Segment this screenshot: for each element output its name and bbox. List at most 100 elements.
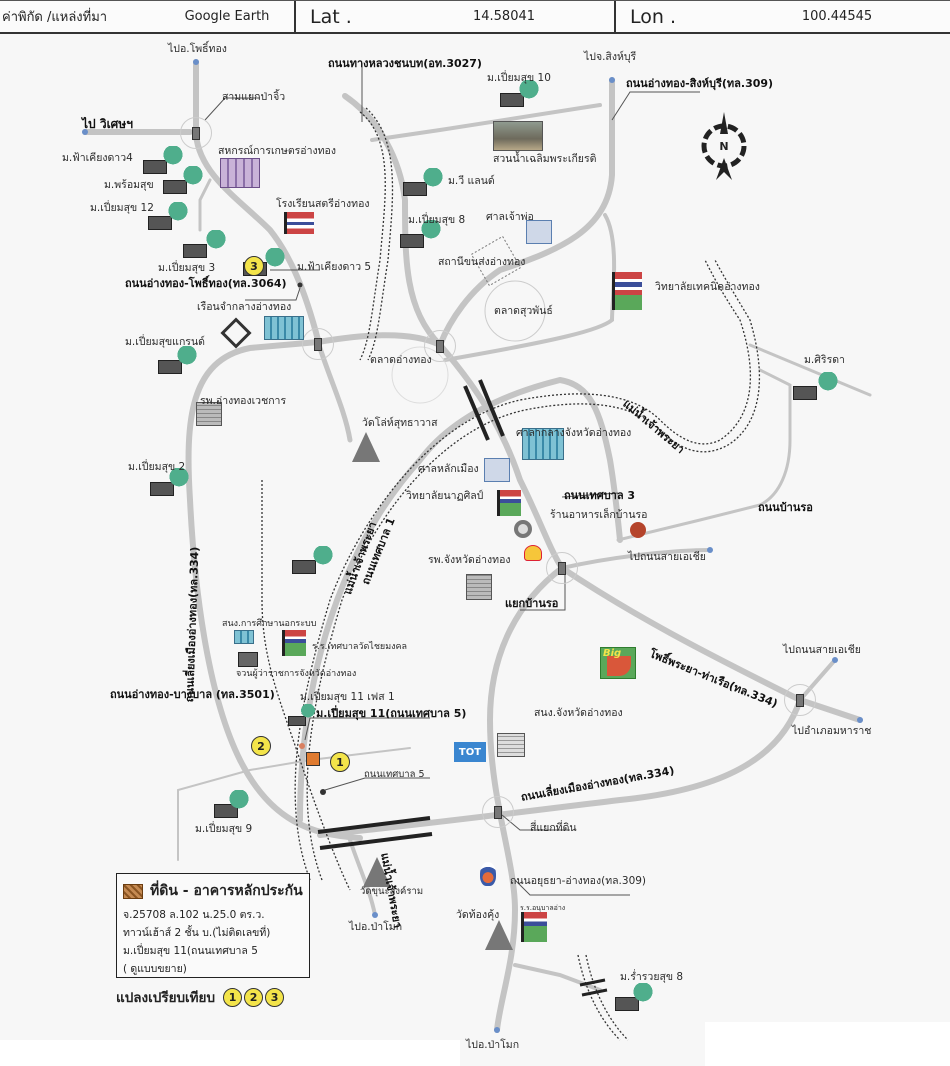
- label-road-3501: ถนนอ่างทอง-บางบาล (ทล.3501): [110, 688, 275, 701]
- bridge-north-a: [463, 385, 490, 441]
- leader-tessaban3: [561, 492, 619, 498]
- label-park: สวนน้ำเฉลิมพระเกียรติ: [493, 153, 597, 165]
- comparison-marker-3[interactable]: 3: [244, 256, 264, 276]
- road-tessaban3: [616, 368, 792, 542]
- label-to-singburi: ไปจ.สิงห์บุรี: [584, 51, 637, 63]
- leader-pleomsuk11: [304, 717, 430, 741]
- governor-house-icon: [238, 652, 258, 667]
- label-pleomsuk-grand: ม.เปี่ยมสุขแกรนด์: [125, 336, 205, 348]
- city-hall-building-icon: [522, 428, 564, 460]
- collateral-legend: ที่ดิน - อาคารหลักประกัน จ.25708 ล.102 น…: [116, 873, 310, 978]
- label-promsuk: ม.พร้อมสุข: [104, 179, 154, 191]
- signal-ring-east: [784, 684, 816, 716]
- bridge-south-a: [317, 816, 431, 834]
- label-wee-land: ม.วี แลนด์: [448, 175, 495, 187]
- label-governor-house: จวนผู้ว่าราชการจังหวัดอ่างทอง: [236, 669, 357, 679]
- label-tessaban-school: ร.ร.เทศบาลวัดไชยมงคล: [312, 642, 408, 652]
- leader-banrot: [520, 572, 566, 611]
- housing-icon: [288, 716, 306, 726]
- legend-title: ที่ดิน - อาคารหลักประกัน: [123, 880, 303, 902]
- shrine-icon: [526, 220, 552, 244]
- city-pillar-shrine-icon: [484, 458, 510, 482]
- tree-icon: [422, 168, 444, 190]
- label-road-3064: ถนนอ่างทอง-โพธิ์ทอง(ทล.3064): [125, 277, 287, 290]
- road-334-east: [559, 565, 863, 723]
- label-banrot-restaurant: ร้านอาหารเล็กบ้านรอ: [550, 509, 648, 521]
- road-334-south: [317, 697, 803, 838]
- comparison-plots: แปลงเปรียบเทียบ 1 2 3: [116, 986, 285, 1008]
- label-fakiangdao4: ม.ฟ้าเคียงดาว4: [62, 152, 133, 164]
- label-road-309-south: ถนนอยุธยา-อ่างทอง(ทล.309): [510, 875, 647, 887]
- signal-ring-pajiw: [180, 117, 212, 149]
- label-dramatic-arts: วิทยาลัยนาฏศิลป์: [406, 490, 484, 502]
- river-west-channel: [261, 480, 351, 891]
- gas-station-ptt-icon: [480, 862, 496, 886]
- bridge-north-b: [478, 379, 505, 437]
- label-nonformal-edu: สนง.การศึกษานอกระบบ: [222, 619, 317, 629]
- nonformal-edu-icon: [234, 630, 254, 644]
- restaurant-icon: [630, 522, 646, 538]
- label-pajiw-intersection: สามแยกป่าจิ้ว: [222, 91, 286, 103]
- label-pleomsuk11-phase1: ม.เปี่ยมสุข 11 เฟส 1: [300, 691, 395, 703]
- river-main-b: [306, 259, 760, 881]
- school-flag-icon: [612, 272, 642, 310]
- coordinate-source: Google Earth: [184, 9, 270, 24]
- comparison-badge-1[interactable]: 1: [223, 987, 243, 1007]
- bridge-south-b: [319, 832, 433, 850]
- road-to-banrot: [437, 342, 565, 571]
- label-road-3027: ถนนทางหลวงชนบท(อท.3027): [328, 57, 482, 70]
- tree-icon: [420, 220, 442, 242]
- road-3064: [193, 132, 321, 343]
- label-to-photong: ไปอ.โพธิ์ทอง: [168, 43, 227, 55]
- leader-tessaban5: [324, 777, 430, 791]
- north-compass-icon: N: [701, 112, 747, 180]
- label-thidin-intersection: สี่แยกที่ดิน: [530, 822, 577, 834]
- comparison-marker-2[interactable]: 2: [251, 736, 271, 756]
- suwaphan-market-area: [484, 280, 546, 342]
- road-main-upper: [185, 332, 443, 503]
- wat-lo-temple-icon: [352, 432, 380, 462]
- tot-logo: TOT: [454, 742, 486, 762]
- lon-label: Lon .: [614, 1, 724, 32]
- coordinate-label: ค่าพิกัด /แหล่งที่มา: [2, 10, 108, 25]
- prison-building-icon: [264, 316, 304, 340]
- legend-building-line: ทาวน์เฮ้าส์ 2 ชั้น บ.(ไม่ติดเลขที่): [123, 927, 271, 939]
- provincial-hospital-icon: [466, 574, 492, 600]
- lat-label: Lat .: [294, 1, 394, 32]
- label-tessaban3: ถนนเทศบาล 3: [564, 489, 636, 502]
- wat-thongkung-temple-icon: [485, 920, 513, 950]
- school-flag-icon: [497, 490, 521, 516]
- bridge-rumruay-b: [581, 988, 608, 997]
- lon-value: 100.44545: [801, 9, 873, 24]
- arrow-pamok-1: [372, 912, 378, 918]
- label-tech-college: วิทยาลัยเทคนิคอ่างทอง: [655, 281, 760, 293]
- comparison-badge-3[interactable]: 3: [265, 987, 285, 1007]
- big-c-logo: Big: [600, 647, 636, 679]
- arrow-pamok-2: [494, 1027, 500, 1033]
- label-road-309-north: ถนนอ่างทอง-สิงห์บุรี(ทล.309): [626, 77, 774, 90]
- pin-tessaban5: [320, 789, 326, 795]
- traffic-signal-icon: [314, 338, 322, 351]
- road-access: [177, 747, 411, 861]
- comparison-marker-1[interactable]: 1: [330, 752, 350, 772]
- housing-icon: [793, 386, 817, 400]
- road-banrot-asia: [560, 548, 712, 570]
- label-to-asia-2: ไปถนนสายเอเชีย: [783, 644, 861, 656]
- tree-icon: [182, 166, 204, 188]
- label-shrine: ศาลเจ้าพ่อ: [486, 211, 534, 223]
- label-tessaban5: ถนนเทศบาล 5: [364, 769, 425, 780]
- school-flag-icon: [521, 912, 547, 942]
- tire-shop-icon: [514, 520, 532, 538]
- tree-icon: [228, 790, 250, 812]
- label-girls-school: โรงเรียนสตรีอ่างทอง: [276, 198, 370, 210]
- land-hatch-swatch-icon: [123, 883, 143, 899]
- river-main-a: [294, 259, 752, 881]
- coop-building-icon: [220, 158, 260, 188]
- arrow-wiset: [82, 129, 88, 135]
- label-pleomsuk3: ม.เปี่ยมสุข 3: [158, 262, 216, 274]
- gas-station-shell-icon: [524, 545, 542, 561]
- legend-see-detail-link[interactable]: ( ดูแบบขยาย): [123, 963, 187, 975]
- label-to-maharat: ไปอำเภอมหาราช: [792, 725, 872, 737]
- pin-marker2: [299, 743, 305, 749]
- comparison-badge-2[interactable]: 2: [244, 987, 264, 1007]
